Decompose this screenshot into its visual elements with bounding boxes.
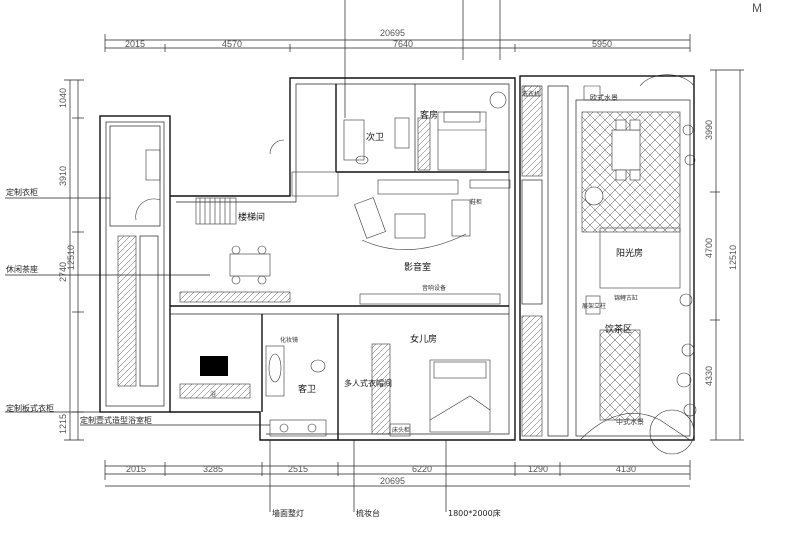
left-callouts: 定制衣柜 休闲茶座 定制板式衣柜 定制壹式造型浴室柜	[5, 187, 270, 426]
top-dim-1: 2015	[125, 39, 145, 49]
room-stairwell: 楼梯间	[238, 211, 265, 223]
left-total-dim: 12510	[66, 245, 76, 270]
room-guest-bath: 客卫	[298, 383, 316, 395]
bottom-dim-6: 4130	[616, 464, 636, 474]
left-dim-1: 1040	[58, 88, 68, 108]
callout-wall-lamp: 墙面整灯	[272, 508, 304, 518]
callout-bed-size: 1800*2000床	[448, 508, 501, 518]
bottom-dim-4: 6220	[412, 464, 432, 474]
tea-table	[179, 245, 291, 303]
top-dim-4: 5950	[592, 39, 612, 49]
label-tv: 音响设备	[422, 284, 446, 292]
daughter-room-furniture	[371, 343, 491, 437]
left-dim-4: 1215	[58, 414, 68, 434]
room-wardrobe: 多人式衣帽间	[344, 378, 392, 388]
label-shoe: 鞋柜	[470, 198, 482, 206]
room-theater: 影音室	[404, 261, 431, 273]
left-dim-3: 2740	[58, 262, 68, 282]
north-marker: M	[752, 1, 762, 15]
right-dimensions: 3990 4700 4330 12510	[704, 69, 744, 441]
left-dimensions: 1040 3910 2740 1215 12510	[58, 79, 84, 441]
left-dim-2: 3910	[58, 166, 68, 186]
fixture-labels: 洗衣机 化妆镜 床头柜 浴 音响设备 鞋柜	[210, 90, 540, 434]
room-tea-area: 饮茶区	[605, 323, 632, 335]
second-bath-fixtures	[269, 117, 410, 165]
top-dim-2: 4570	[222, 39, 242, 49]
callout-dresser: 梳妆台	[356, 508, 380, 518]
bottom-callouts: 墙面整灯 梳妆台 1800*2000床	[269, 440, 501, 518]
theater-seating	[354, 179, 511, 305]
stairwell	[195, 171, 339, 225]
label-makeup: 化妆镜	[280, 336, 298, 344]
top-total-dim: 20695	[380, 28, 405, 38]
room-labels: 客房 次卫 楼梯间 影音室 阳光房 女儿房 客卫 多人式衣帽间 饮茶区 欧式水景…	[238, 93, 644, 426]
top-dimensions: 20695 2015 4570 7640 5950	[104, 0, 691, 118]
label-bath: 浴	[210, 390, 216, 398]
label-washer: 洗衣机	[522, 90, 540, 98]
callout-wardrobe: 定制衣柜	[6, 187, 38, 197]
label-bed-note: 床头柜	[392, 426, 410, 434]
room-guest: 客房	[420, 109, 438, 121]
bottom-dim-1: 2015	[126, 464, 146, 474]
guest-bath-fixtures	[179, 345, 327, 437]
corridor-hatching	[521, 85, 569, 437]
bottom-total-dim: 20695	[380, 476, 405, 486]
sunroom-floor	[579, 74, 697, 455]
bottom-dim-3: 2515	[288, 464, 308, 474]
bottom-dimensions: 2015 3285 2515 6220 1290 4130 20695	[104, 460, 691, 487]
label-book-shelf: 展架立柱	[582, 302, 606, 310]
guest-bed	[417, 91, 507, 171]
walls	[99, 75, 695, 441]
label-cn-water: 中式水景	[616, 417, 644, 426]
callout-tea-seat: 休闲茶座	[6, 264, 38, 274]
callout-vanity: 定制壹式造型浴室柜	[80, 415, 152, 425]
label-euro-water: 欧式水景	[590, 93, 618, 102]
room-second-bath: 次卫	[366, 131, 384, 143]
right-dim-2: 4700	[704, 238, 714, 258]
label-fish-bowl: 锦鲤古缸	[614, 294, 638, 302]
bottom-dim-5: 1290	[528, 464, 548, 474]
room-daughter: 女儿房	[410, 333, 437, 345]
right-dim-1: 3990	[704, 120, 714, 140]
top-dim-3: 7640	[393, 39, 413, 49]
room-sunroom: 阳光房	[616, 247, 643, 259]
right-total-dim: 12510	[728, 245, 738, 270]
right-dim-3: 4330	[704, 366, 714, 386]
bottom-dim-2: 3285	[203, 464, 223, 474]
left-wardrobe	[109, 125, 161, 387]
callout-panel-wardrobe: 定制板式衣柜	[6, 403, 54, 413]
